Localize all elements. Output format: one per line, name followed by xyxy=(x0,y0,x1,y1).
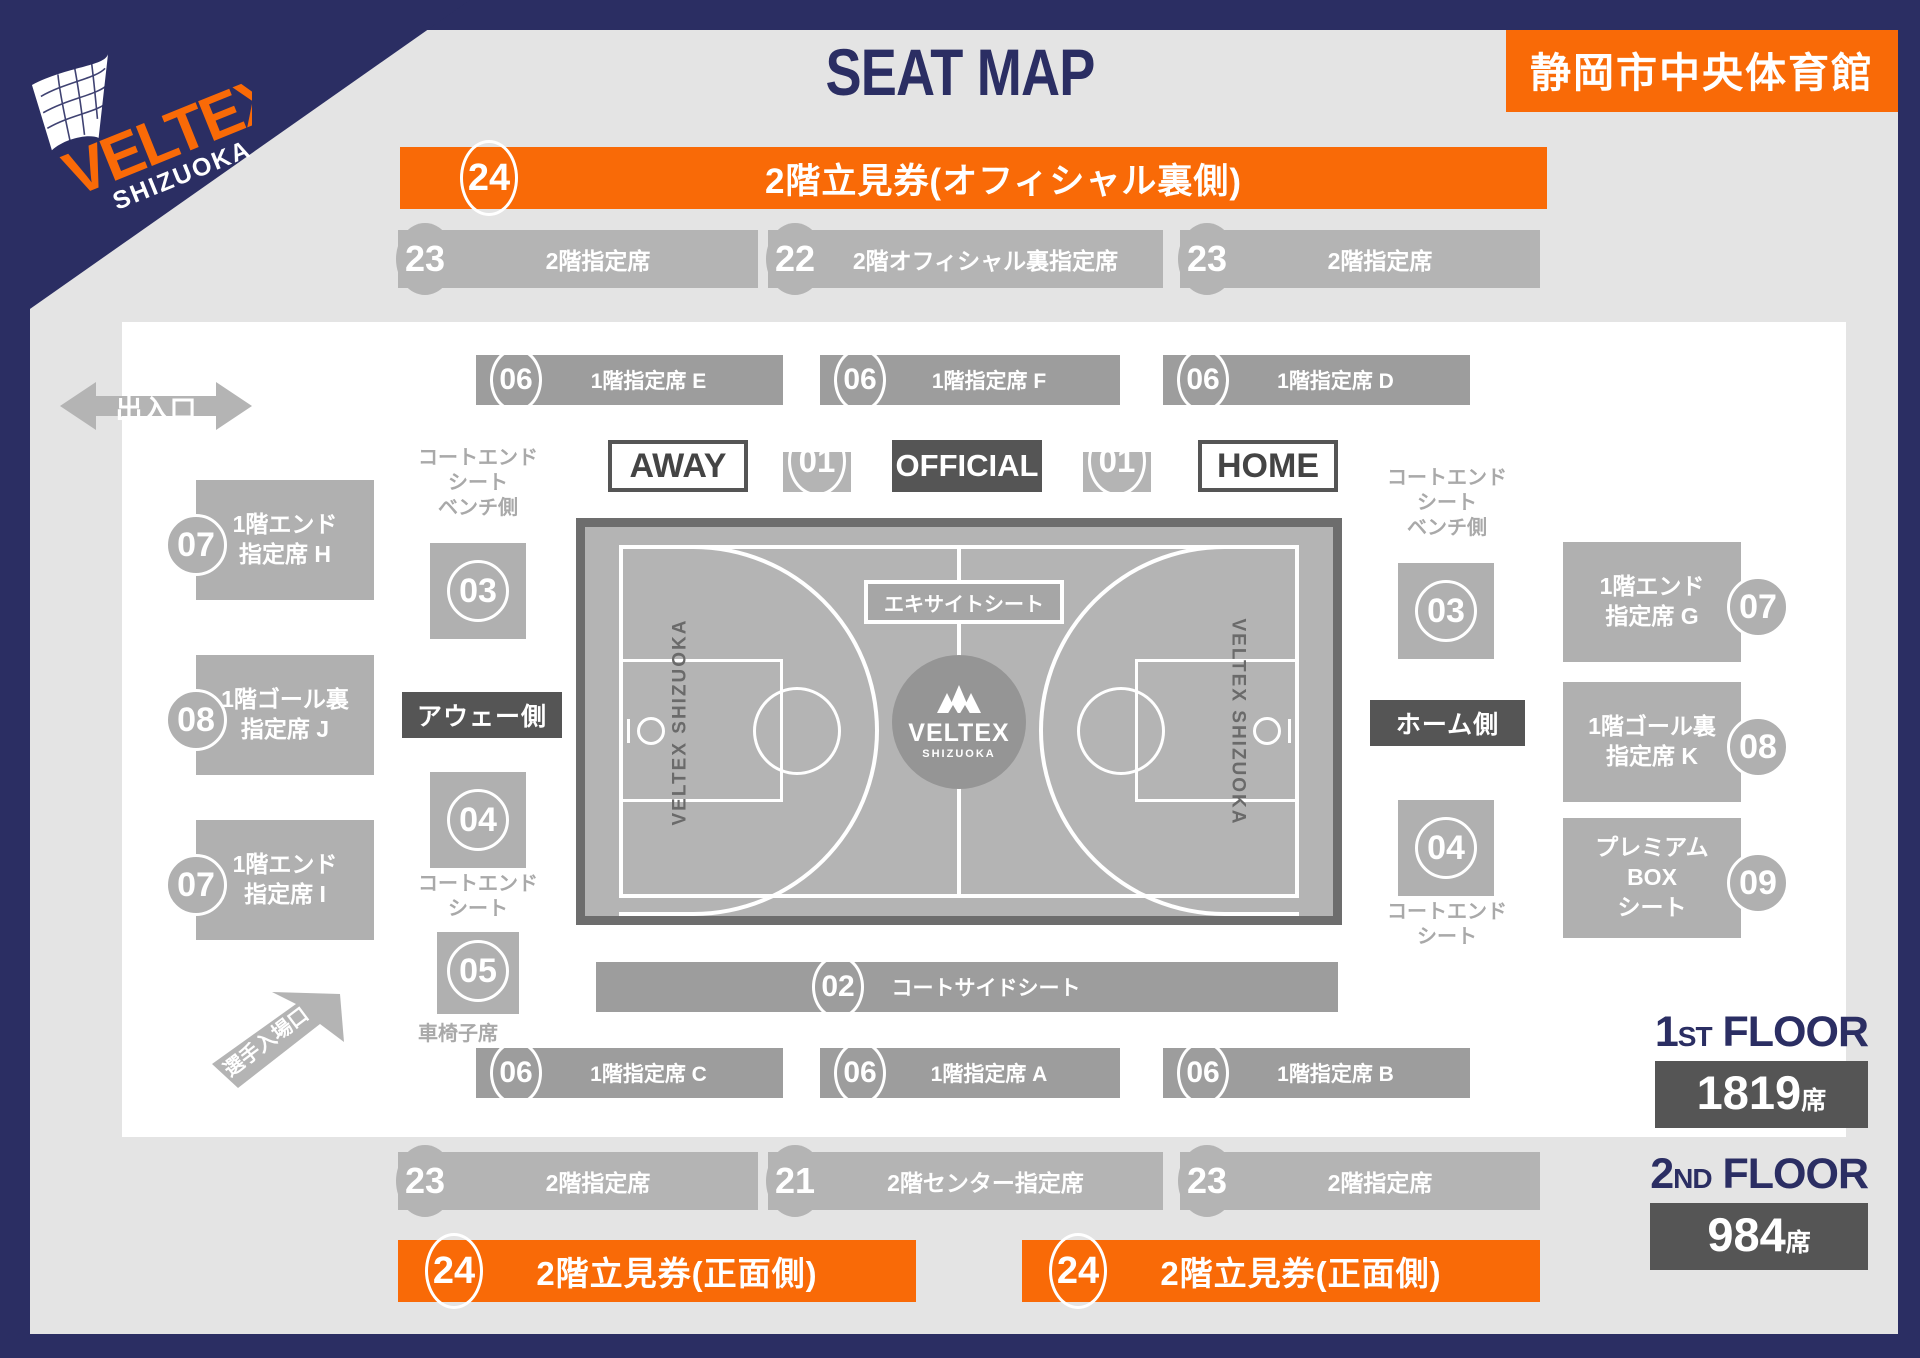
section-label: プレミアム BOX シート xyxy=(1595,834,1709,920)
section-label: 2階指定席 xyxy=(1327,1170,1433,1196)
court-end-bench-note-right: コートエンド シート ベンチ側 xyxy=(1387,467,1507,539)
section-label: 1階エンド 指定席 I xyxy=(232,851,338,907)
exit-label: 出入口 xyxy=(115,395,197,425)
home-side-tag: ホーム側 xyxy=(1370,700,1525,746)
section-bar-2f-reserved-bottom-left[interactable]: 2階指定席 xyxy=(398,1152,758,1210)
veltex-logo: VELTEX SHIZUOKA xyxy=(22,18,290,218)
section-number-badge-24: 24 xyxy=(460,140,518,216)
section-label: 2階センター指定席 xyxy=(887,1170,1084,1196)
section-number-badge-06-a: 06 xyxy=(834,1041,886,1105)
floor-count-1st: 1ST FLOOR 1819席 xyxy=(1654,1008,1869,1128)
section-number-badge-04-left: 04 xyxy=(447,789,509,851)
section-label: 2階指定席 xyxy=(1327,248,1433,274)
section-number-badge-06-c: 06 xyxy=(490,1041,542,1105)
section-number-badge-09: 09 xyxy=(1727,852,1789,914)
mountain-icon xyxy=(937,685,981,715)
wheelchair-note: 車椅子席 xyxy=(418,1023,498,1045)
section-number-badge-22: 22 xyxy=(766,223,824,295)
section-number-badge-24-front-left: 24 xyxy=(425,1233,483,1309)
section-label: 1階指定席 B xyxy=(1277,1063,1394,1086)
connector-left-vertical xyxy=(814,492,819,538)
section-label: 1階ゴール裏 指定席 J xyxy=(221,686,349,742)
section-number-badge-08-j: 08 xyxy=(165,689,227,751)
court-end-bench-note-left: コートエンド シート ベンチ側 xyxy=(418,447,538,519)
section-number-badge-01-right: 01 xyxy=(1088,426,1146,496)
frame-right-strip xyxy=(1898,0,1920,1358)
floor-count-2nd: 2ND FLOOR 984席 xyxy=(1650,1150,1869,1270)
venue-name-badge: 静岡市中央体育館 xyxy=(1506,30,1898,112)
section-label: 1階指定席 A xyxy=(930,1063,1048,1086)
section-label: 1階エンド 指定席 G xyxy=(1599,573,1705,629)
court-markings xyxy=(585,527,1333,916)
section-number-badge-07-i: 07 xyxy=(165,854,227,916)
section-number-badge-04-right: 04 xyxy=(1415,817,1477,879)
court-end-note-right: コートエンド シート xyxy=(1387,901,1507,948)
section-number-badge-06-e: 06 xyxy=(490,348,542,412)
court-end-note-left: コートエンド シート xyxy=(418,873,538,920)
section-bar-2f-reserved-bottom-right[interactable]: 2階指定席 xyxy=(1180,1152,1540,1210)
section-number-badge-07-h: 07 xyxy=(165,514,227,576)
section-label: 1階指定席 D xyxy=(1277,370,1394,393)
section-label: 2階オフィシャル裏指定席 xyxy=(852,248,1119,274)
frame-bottom-strip xyxy=(0,1334,1920,1358)
floor-1-title: 1ST FLOOR xyxy=(1654,1008,1869,1056)
floor-2-count: 984席 xyxy=(1650,1203,1868,1270)
section-number-badge-24-front-right: 24 xyxy=(1049,1233,1107,1309)
section-number-badge-06-d: 06 xyxy=(1177,348,1229,412)
section-label: 1階エンド 指定席 H xyxy=(232,511,338,567)
section-label: 1階指定席 F xyxy=(931,370,1047,393)
section-tile-1f-goal-back-k[interactable]: 1階ゴール裏 指定席 K xyxy=(1563,682,1741,802)
section-number-badge-08-k: 08 xyxy=(1727,716,1789,778)
floor-1-count: 1819席 xyxy=(1654,1061,1868,1128)
section-bar-2f-center-reserved[interactable]: 2階センター指定席 xyxy=(768,1152,1163,1210)
section-label: コートサイドシート xyxy=(891,977,1081,1000)
exit-arrow-icon xyxy=(60,382,252,430)
section-label: 1階指定席 E xyxy=(590,370,707,393)
section-tile-premium-box[interactable]: プレミアム BOX シート xyxy=(1563,818,1741,938)
section-number-badge-05: 05 xyxy=(447,940,509,1002)
section-label: 2階指定席 xyxy=(545,248,651,274)
section-number-badge-03-right: 03 xyxy=(1415,580,1477,642)
section-bar-2f-standing-front-left[interactable]: 2階立見券(正面側) xyxy=(398,1240,916,1302)
section-bar-2f-standing-official-back[interactable]: 2階立見券(オフィシャル裏側) xyxy=(400,147,1547,209)
official-table-box: OFFICIAL xyxy=(892,440,1042,492)
section-label: 2階立見券(正面側) xyxy=(1160,1255,1442,1292)
section-number-badge-23-right: 23 xyxy=(1178,223,1236,295)
section-bar-courtside[interactable]: コートサイドシート xyxy=(596,962,1338,1012)
center-circle-logo: VELTEX SHIZUOKA xyxy=(892,654,1026,789)
section-number-badge-23-left: 23 xyxy=(396,223,454,295)
connector-right-vertical xyxy=(1114,492,1119,538)
excite-seat-box[interactable]: エキサイトシート xyxy=(864,580,1064,624)
section-number-badge-02: 02 xyxy=(812,955,864,1019)
section-label: 2階立見券(オフィシャル裏側) xyxy=(764,161,1243,201)
away-bench-box: AWAY xyxy=(608,440,748,492)
section-bar-2f-standing-front-right[interactable]: 2階立見券(正面側) xyxy=(1022,1240,1540,1302)
center-logo-name: VELTEX xyxy=(908,719,1010,747)
section-number-badge-06-f: 06 xyxy=(834,348,886,412)
court-side-text-left: VELTEX SHIZUOKA xyxy=(669,618,691,825)
section-bar-2f-reserved-right[interactable]: 2階指定席 xyxy=(1180,230,1540,288)
section-label: 2階立見券(正面側) xyxy=(536,1255,818,1292)
section-number-badge-03-left: 03 xyxy=(447,560,509,622)
section-number-badge-07-g: 07 xyxy=(1727,576,1789,638)
section-label: 1階指定席 C xyxy=(590,1063,707,1086)
section-bar-2f-reserved-left[interactable]: 2階指定席 xyxy=(398,230,758,288)
home-bench-box: HOME xyxy=(1198,440,1338,492)
section-number-badge-23-bottom-left: 23 xyxy=(396,1145,454,1217)
floor-2-title: 2ND FLOOR xyxy=(1650,1150,1869,1198)
page-title: SEAT MAP xyxy=(825,35,1095,109)
section-number-badge-23-bottom-right: 23 xyxy=(1178,1145,1236,1217)
section-label: 1階ゴール裏 指定席 K xyxy=(1588,713,1716,769)
frame-left-strip xyxy=(0,0,30,1358)
court-side-text-right: VELTEX SHIZUOKA xyxy=(1227,618,1249,825)
section-number-badge-01-left: 01 xyxy=(788,426,846,496)
section-label: 2階指定席 xyxy=(545,1170,651,1196)
section-bar-2f-official-back-reserved[interactable]: 2階オフィシャル裏指定席 xyxy=(768,230,1163,288)
center-logo-sub: SHIZUOKA xyxy=(922,748,996,760)
player-entrance-arrow-icon xyxy=(212,992,344,1088)
section-tile-1f-end-g[interactable]: 1階エンド 指定席 G xyxy=(1563,542,1741,662)
away-side-tag: アウェー側 xyxy=(402,692,562,738)
section-number-badge-06-b: 06 xyxy=(1177,1041,1229,1105)
section-number-badge-21: 21 xyxy=(766,1145,824,1217)
